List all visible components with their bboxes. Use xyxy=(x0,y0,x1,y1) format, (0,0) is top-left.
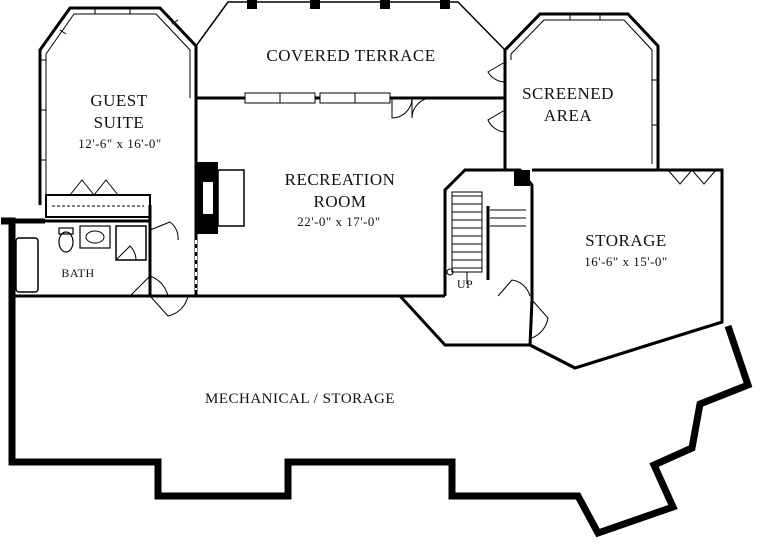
guest-suite-label-line2: SUITE xyxy=(94,113,145,132)
stair-enclosure xyxy=(443,168,534,300)
storage-label: STORAGE xyxy=(585,231,667,250)
storage-door-swing xyxy=(531,299,549,339)
terrace-columns xyxy=(247,0,450,9)
bath-closet-door xyxy=(115,245,137,261)
guest-suite-bay-inner xyxy=(45,13,191,205)
guest-suite-label-line1: GUEST xyxy=(90,91,147,110)
guest-suite-windows xyxy=(40,8,179,161)
fireplace-hearth xyxy=(217,169,245,227)
exterior-wall-mechanical xyxy=(8,296,753,538)
storage-dims: 16'-6" x 15'-0" xyxy=(584,254,667,269)
mechanical-storage-label: MECHANICAL / STORAGE xyxy=(205,391,395,407)
vanity xyxy=(79,225,111,249)
fireplace-firebox xyxy=(203,182,213,214)
toilet-tank xyxy=(58,227,74,235)
stair-enclosure-cornerblock xyxy=(514,170,530,186)
closet-bifold-door xyxy=(69,179,119,196)
recreation-room-dims: 22'-0" x 17'-0" xyxy=(297,214,380,229)
hall-door-swing xyxy=(149,221,179,241)
sink xyxy=(85,230,105,244)
stair-arrow-dot xyxy=(446,268,454,276)
recreation-room-label-line1: RECREATION xyxy=(285,170,396,189)
toilet xyxy=(58,231,74,253)
bath-room xyxy=(10,219,152,298)
stair-door-swing xyxy=(497,279,531,297)
exterior-wall-left xyxy=(1,217,16,296)
screened-area-label-line1: SCREENED xyxy=(522,84,614,103)
storage-room-outline xyxy=(528,168,724,370)
stair-up-label: UP xyxy=(457,277,473,291)
stair-treads xyxy=(452,195,526,269)
guest-suite-bay-outer xyxy=(38,6,198,205)
storage-window xyxy=(667,169,717,185)
screened-area-inner xyxy=(510,19,653,164)
screened-area-outline xyxy=(503,12,660,170)
recreation-room-label-line2: ROOM xyxy=(313,192,366,211)
screened-area-label-line2: AREA xyxy=(544,106,593,125)
screened-door-upper xyxy=(487,61,506,83)
mech-door-swing xyxy=(149,295,189,317)
screened-area-windows xyxy=(569,14,658,126)
bathtub xyxy=(15,237,39,293)
guest-suite-dims: 12'-6" x 16'-0" xyxy=(78,136,161,151)
terrace-doors xyxy=(244,92,433,119)
screened-door-lower xyxy=(487,109,506,133)
bath-closet xyxy=(115,225,147,261)
wall-mechanical-top xyxy=(12,168,724,370)
covered-terrace-label: COVERED TERRACE xyxy=(266,46,435,65)
bath-label: BATH xyxy=(61,266,94,280)
